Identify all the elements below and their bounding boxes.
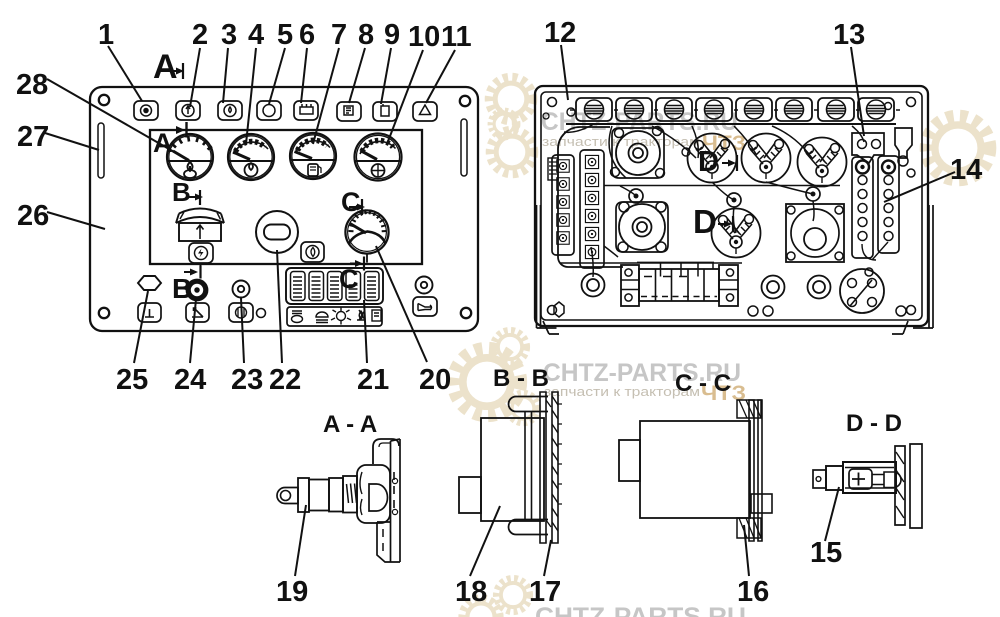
svg-text:2: 2 bbox=[192, 19, 208, 51]
svg-text:8: 8 bbox=[358, 19, 374, 51]
svg-text:11: 11 bbox=[441, 21, 472, 53]
svg-text:23: 23 bbox=[231, 364, 263, 396]
svg-text:24: 24 bbox=[174, 364, 206, 396]
svg-text:10: 10 bbox=[408, 21, 440, 53]
svg-text:C - C: C - C bbox=[675, 370, 731, 397]
svg-text:запчасти к тракторам: запчасти к тракторам bbox=[542, 134, 700, 149]
svg-text:A - A: A - A bbox=[323, 411, 377, 438]
svg-text:4: 4 bbox=[248, 19, 264, 51]
svg-text:17: 17 bbox=[529, 576, 561, 608]
svg-text:3: 3 bbox=[221, 19, 237, 51]
svg-text:7: 7 bbox=[331, 19, 347, 51]
svg-text:14: 14 bbox=[950, 154, 982, 186]
svg-text:CHTZ-PARTS.RU: CHTZ-PARTS.RU bbox=[543, 359, 741, 387]
svg-text:9: 9 bbox=[384, 19, 400, 51]
svg-text:27: 27 bbox=[17, 121, 49, 153]
svg-text:A: A bbox=[153, 48, 178, 86]
svg-text:12: 12 bbox=[544, 17, 576, 49]
svg-text:15: 15 bbox=[810, 537, 842, 569]
svg-text:16: 16 bbox=[737, 576, 769, 608]
svg-text:ЧТЗ: ЧТЗ bbox=[701, 382, 746, 405]
svg-text:запчасти к тракторам: запчасти к тракторам bbox=[544, 384, 700, 399]
svg-text:25: 25 bbox=[116, 364, 148, 396]
svg-text:B: B bbox=[172, 177, 191, 207]
svg-text:18: 18 bbox=[455, 576, 487, 608]
svg-text:6: 6 bbox=[299, 19, 315, 51]
svg-text:20: 20 bbox=[419, 364, 451, 396]
svg-text:13: 13 bbox=[833, 19, 865, 51]
svg-text:C: C bbox=[341, 187, 361, 217]
svg-text:5: 5 bbox=[277, 19, 293, 51]
svg-text:B: B bbox=[172, 273, 192, 304]
svg-text:D - D: D - D bbox=[846, 410, 902, 437]
svg-text:A: A bbox=[153, 128, 173, 158]
svg-text:26: 26 bbox=[17, 200, 49, 232]
svg-text:1: 1 bbox=[98, 19, 114, 51]
svg-text:D: D bbox=[693, 203, 717, 240]
svg-text:D: D bbox=[698, 146, 719, 178]
svg-text:22: 22 bbox=[269, 364, 301, 396]
svg-text:CHTZ-PARTS.RU: CHTZ-PARTS.RU bbox=[535, 603, 746, 617]
svg-text:28: 28 bbox=[16, 69, 48, 101]
svg-text:19: 19 bbox=[276, 576, 308, 608]
svg-text:21: 21 bbox=[357, 364, 389, 396]
svg-text:B - B: B - B bbox=[493, 365, 549, 392]
